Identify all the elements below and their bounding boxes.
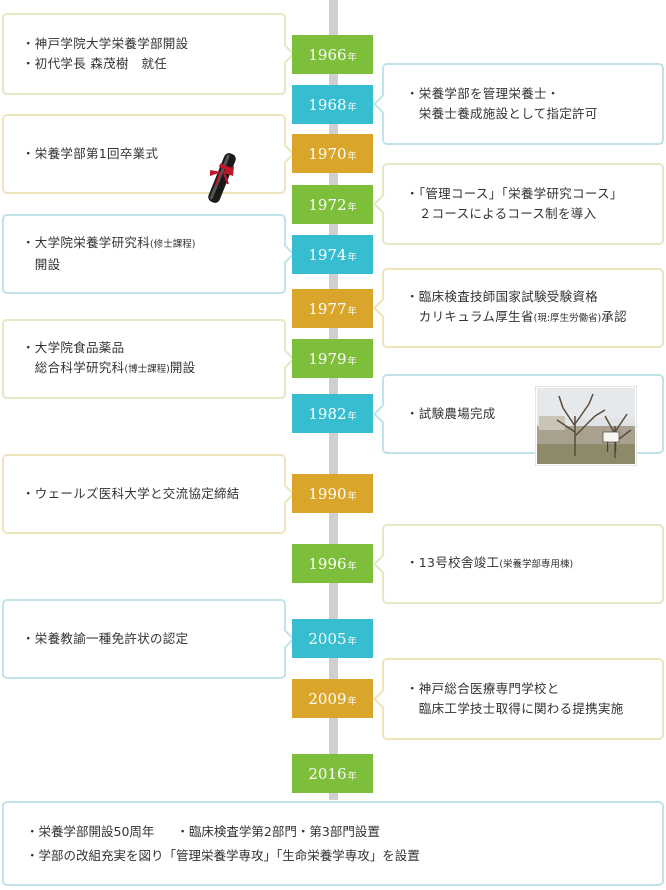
event-text: ・栄養学部第1回卒業式 (22, 146, 159, 161)
event-text: ・試験農場完成 (406, 406, 496, 421)
event-card-1996: ・13号校舎竣工(栄養学部専用棟) (382, 524, 664, 604)
event-text: 栄養士養成施設として指定許可 (406, 106, 598, 121)
farm-photo (535, 386, 637, 466)
event-text: 臨床工学技士取得に関わる提携実施 (406, 701, 624, 716)
event-text: 開設 (169, 360, 196, 375)
event-card-1974: ・大学院栄養学研究科(修士課程) 開設 (2, 214, 286, 294)
event-text: 承認 (601, 309, 627, 324)
event-text: ・栄養学部を管理栄養士・ (406, 86, 560, 101)
event-note: (栄養学部専用棟) (499, 559, 574, 570)
event-text: ・栄養学部開設50周年 (26, 823, 155, 839)
event-card-2016: ・栄養学部開設50周年 ・臨床検査学第2部門・第3部門設置 ・学部の改組充実を図り… (2, 801, 664, 886)
event-text: ・臨床検査学第2部門・第3部門設置 (176, 823, 380, 839)
diploma-scroll-icon (208, 153, 236, 203)
event-note: (現:厚生労働省) (533, 313, 602, 324)
event-card-2009: ・神戸総合医療専門学校と 臨床工学技士取得に関わる提携実施 (382, 658, 664, 740)
event-text: ・栄養教諭一種免許状の認定 (22, 631, 189, 646)
event-card-1970: ・栄養学部第1回卒業式 (2, 114, 286, 194)
event-text: 開設 (22, 257, 61, 272)
event-text: ・神戸総合医療専門学校と (406, 681, 560, 696)
event-card-2005: ・栄養教諭一種免許状の認定 (2, 599, 286, 679)
event-text: カリキュラム厚生省 (406, 309, 534, 324)
event-card-1977: ・臨床検査技師国家試験受験資格 カリキュラム厚生省(現:厚生労働省)承認 (382, 268, 664, 348)
event-note: (修士課程) (150, 239, 196, 250)
event-card-1972: ・「管理コース」「栄養学研究コース」 ２コースによるコース制を導入 (382, 163, 664, 245)
event-note: (博士課程) (124, 364, 170, 375)
event-text: ・大学院食品薬品 (22, 340, 125, 355)
event-text: ・神戸学院大学栄養学部開設 (22, 36, 189, 51)
event-text: ・13号校舎竣工 (406, 555, 500, 570)
event-text: ・「管理コース」「栄養学研究コース」 (406, 186, 623, 201)
event-text: ・大学院栄養学研究科 (22, 235, 151, 250)
event-text: ・臨床検査技師国家試験受験資格 (406, 289, 599, 304)
event-text: ・学部の改組充実を図り「管理栄養学専攻」「生命栄養学専攻」を設置 (26, 847, 420, 863)
event-card-1966: ・神戸学院大学栄養学部開設 ・初代学長 森茂樹 就任 (2, 13, 286, 95)
event-card-1968: ・栄養学部を管理栄養士・ 栄養士養成施設として指定許可 (382, 63, 664, 145)
event-card-1979: ・大学院食品薬品 総合科学研究科(博士課程)開設 (2, 319, 286, 399)
event-text: 総合科学研究科 (22, 360, 125, 375)
event-text: ・ウェールズ医科大学と交流協定締結 (22, 486, 240, 501)
event-text: ・初代学長 森茂樹 就任 (22, 56, 168, 71)
event-card-1990: ・ウェールズ医科大学と交流協定締結 (2, 454, 286, 534)
event-text: ２コースによるコース制を導入 (406, 206, 597, 221)
